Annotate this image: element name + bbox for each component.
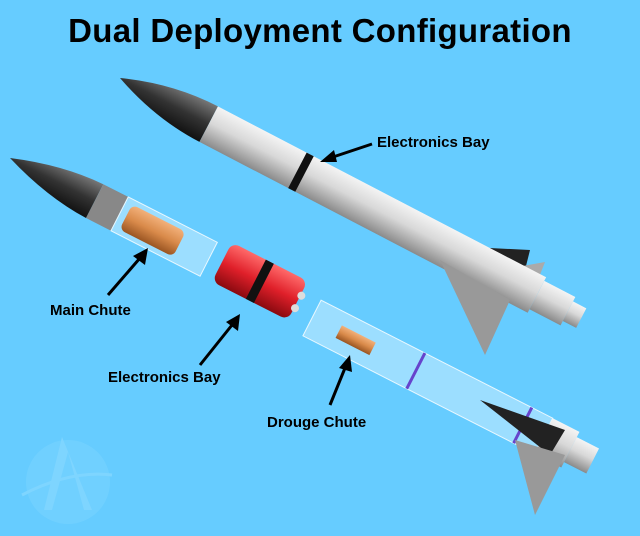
- watermark-logo-icon: [21, 437, 113, 524]
- diagram-title: Dual Deployment Configuration: [68, 12, 572, 49]
- exploded-rocket: [10, 158, 600, 515]
- assembled-rocket: [120, 78, 587, 355]
- label-assembled-electronics-bay: Electronics Bay: [377, 134, 490, 151]
- label-main-chute: Main Chute: [50, 302, 131, 319]
- label-arrows: [106, 142, 373, 406]
- electronics-bay: [214, 245, 306, 318]
- main-chute: [121, 206, 184, 255]
- label-drogue-chute: Drouge Chute: [267, 414, 367, 431]
- drogue-chute: [335, 325, 376, 356]
- label-electronics-bay: Electronics Bay: [108, 369, 221, 386]
